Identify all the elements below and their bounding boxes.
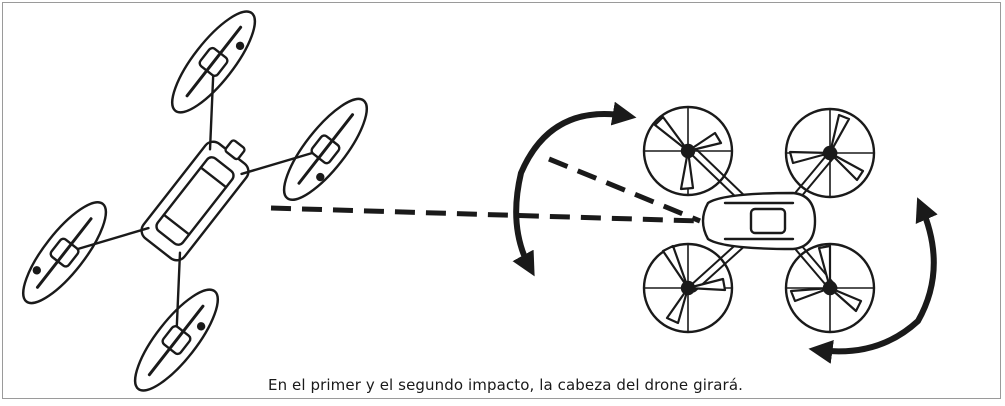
figure-caption: En el primer y el segundo impacto, la ca…	[268, 376, 743, 394]
figure-frame: En el primer y el segundo impacto, la ca…	[2, 2, 1001, 399]
drone-tilted-icon	[22, 10, 368, 392]
rotation-arrow-icon	[512, 101, 938, 364]
collision-illustration	[22, 10, 938, 392]
drone-top-view-icon	[642, 105, 876, 334]
